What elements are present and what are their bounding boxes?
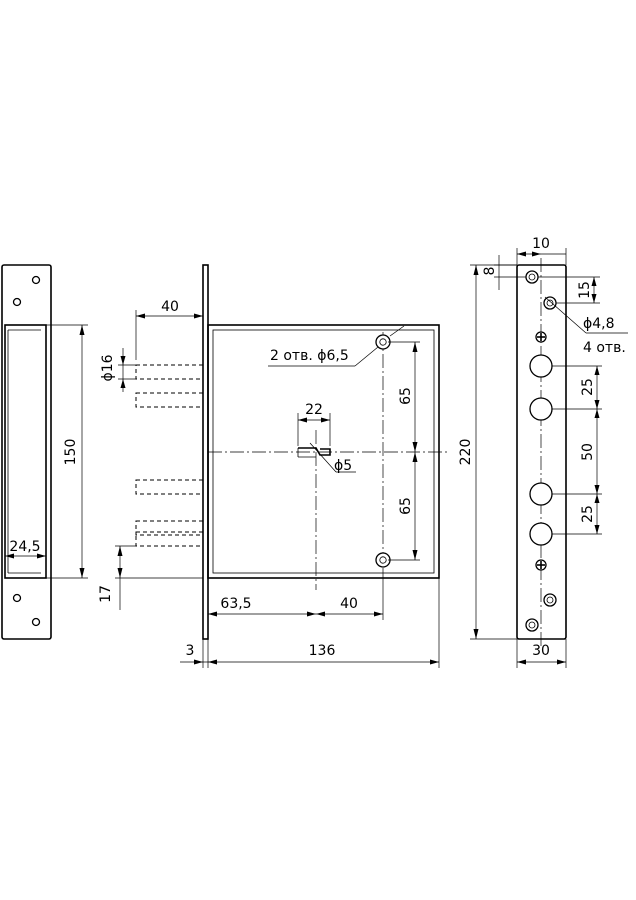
keyhole [298,447,331,456]
strike-screw-hole [12,593,22,603]
strike-screw-hole [12,297,22,307]
dimension-label: 30 [532,643,550,659]
dimension-label: 10 [532,236,550,252]
dimension-label: 40 [340,596,358,612]
strike-screw-hole [31,617,41,627]
dimension-label: 25 [580,378,596,396]
screw-hole [525,270,539,284]
dimension-label: 3 [186,643,195,659]
dimension-label: ϕ4,8 [583,316,615,332]
dimension-label: 65 [398,387,414,405]
bolt-group [135,364,204,547]
dimension-label: 150 [63,439,79,466]
bolt-hole [529,354,553,378]
screw-hole [543,296,557,310]
faceplate-front-view: 10 8 220 15 ϕ4,8 4 отв. [458,236,628,668]
strike-plate-view: 150 24,5 [1,264,88,640]
dimension-label: 15 [577,281,593,299]
dimension-label: 40 [161,299,179,315]
dimension-label: 220 [458,439,474,466]
mounting-hole [375,552,391,568]
screw-hole [525,618,539,632]
dimension-label: ϕ16 [100,354,116,381]
screw-hole [543,593,557,607]
dimension-label: 50 [580,443,596,461]
strike-screw-hole [31,275,41,285]
strike-plate-outline [1,264,52,640]
bolt-hole [529,397,553,421]
bolt-hole [529,522,553,546]
lock-case [207,324,440,579]
dimension-label: 8 [482,267,498,276]
dimension-label: 17 [98,585,114,603]
faceplate-outline [516,264,567,640]
mounting-hole [375,334,391,350]
dimension-label: 65 [398,497,414,515]
strike-plate-recess [4,324,47,579]
dimension-label: 4 отв. [583,340,626,356]
dimension-label: ϕ5 [334,458,352,474]
dimension-label: 22 [305,402,323,418]
bolt-hole [529,482,553,506]
lock-body-view: 2 отв. ϕ6,5 65 65 22 ϕ5 40 ϕ16 [98,264,450,668]
dimension-label: 2 отв. ϕ6,5 [270,348,349,364]
dimension-label: 25 [580,505,596,523]
dimension-label: 24,5 [9,539,40,555]
dimension-label: 136 [309,643,336,659]
dimension-label: 63,5 [220,596,251,612]
